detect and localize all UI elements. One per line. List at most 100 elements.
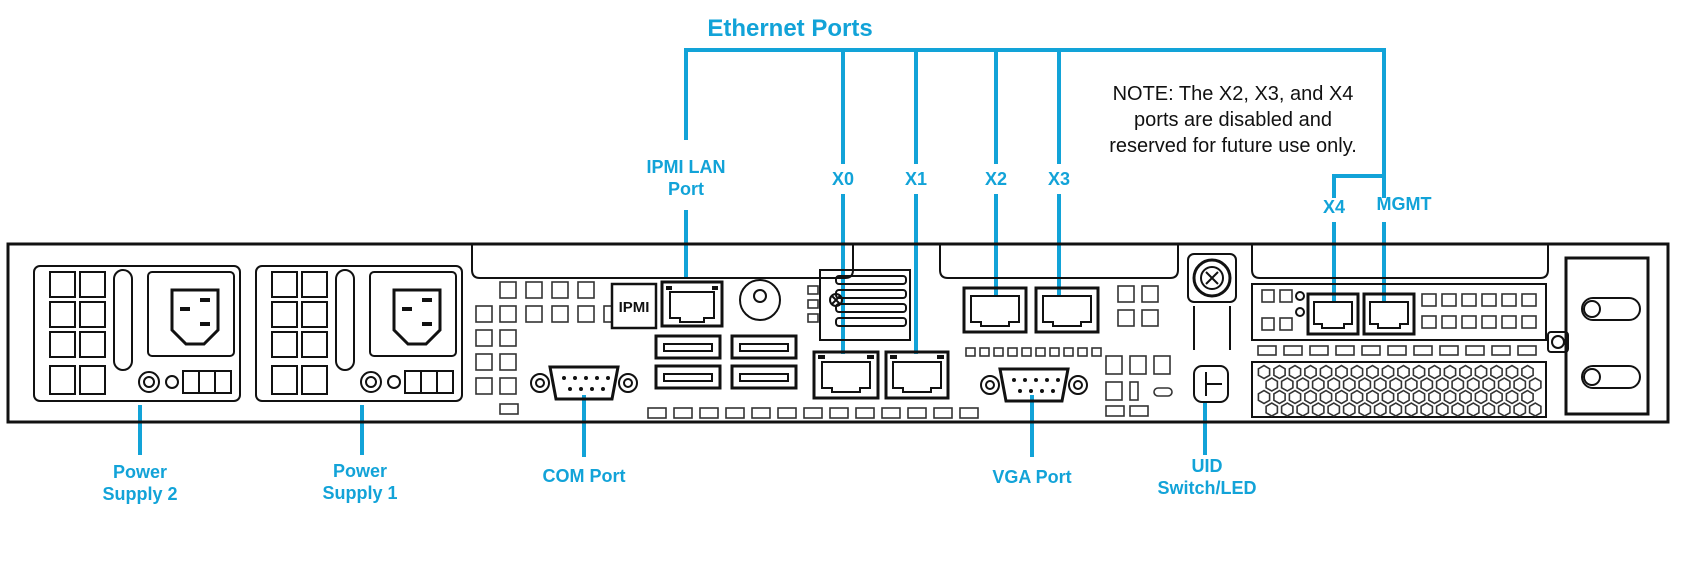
honeycomb-cell [1474,389,1488,405]
honeycomb-cell [1490,364,1503,380]
usb-port-2[interactable] [730,334,798,360]
vent-grid-left [475,281,647,415]
x1-rj45[interactable] [884,350,950,400]
vga-port[interactable] [980,367,1088,403]
honeycomb-cell [1273,364,1286,380]
x3-rj45[interactable] [1034,286,1100,334]
x2-rj45[interactable] [962,286,1028,334]
honeycomb-cell [1273,389,1286,405]
rear-knob [739,279,781,321]
honeycomb-cell [1443,389,1457,405]
honeycomb-cell [1327,402,1341,417]
psu1-inlet-frame [369,271,457,357]
uid-switch-led[interactable] [1193,365,1229,403]
mgmt-port[interactable] [1362,292,1416,336]
led-row-mid [965,347,1102,357]
honeycomb-cell [1381,389,1395,405]
honeycomb-cell [1265,377,1279,392]
usb-port-3[interactable] [654,364,722,390]
x0-rj45[interactable] [812,350,880,400]
honeycomb-cell [1443,364,1457,380]
x4-bracket-branch [1332,174,1384,198]
honeycomb-cell [1412,364,1426,380]
bracket-slot-1 [1581,297,1641,321]
psu2-latch[interactable] [182,370,232,394]
ipmi-lan-port[interactable]: IPMI [610,280,724,330]
honeycomb-cell [1366,389,1379,405]
honeycomb-cell [1319,389,1333,405]
honeycomb-cell [1435,402,1449,417]
honeycomb-cell [1304,364,1317,380]
x1-label: X1 [905,169,927,189]
x1-port[interactable] [884,350,950,400]
top-tab-left [471,244,854,279]
honeycomb-cell [1513,377,1527,392]
honeycomb-cell [1451,402,1465,417]
x2-port[interactable] [962,286,1028,334]
mgmt-rj45[interactable] [1362,292,1416,336]
psu1-led [387,375,401,389]
ipmi-lan-label-1: IPMI LAN [647,157,726,177]
honeycomb-cell [1459,364,1472,380]
honeycomb-vent [1251,361,1547,418]
honeycomb-cell [1420,402,1434,417]
power-supply-1[interactable] [255,265,463,402]
honeycomb-cell [1311,402,1325,417]
x4-port[interactable] [1306,292,1360,336]
honeycomb-cell [1342,402,1356,417]
psu1-latch[interactable] [404,370,454,394]
vga-connector[interactable] [998,367,1070,403]
ps1-label-1: Power [333,461,387,481]
honeycomb-cell [1257,364,1271,380]
usb-port-1[interactable] [654,334,722,360]
x0-label: X0 [832,169,854,189]
x4-rj45[interactable] [1306,292,1360,336]
usb-port-4[interactable] [730,364,798,390]
honeycomb-cell [1451,377,1465,392]
honeycomb-cell [1521,364,1534,380]
honeycomb-cell [1280,377,1294,392]
psu2-power-inlet[interactable] [170,288,220,346]
honeycomb-cell [1428,364,1441,380]
honeycomb-cell [1497,377,1511,392]
honeycomb-cell [1358,402,1372,417]
psu1-power-inlet[interactable] [392,288,442,346]
honeycomb-cell [1265,402,1279,417]
psu1-grille [271,271,328,395]
honeycomb-cell [1521,389,1534,405]
honeycomb-cell [1505,389,1519,405]
honeycomb-cell [1327,377,1341,392]
com-port[interactable] [530,365,638,401]
vga-port-label: VGA Port [992,467,1071,487]
honeycomb-cell [1397,364,1410,380]
ps1-label-2: Supply 1 [322,483,397,503]
ipmi-badge-text: IPMI [619,299,650,316]
chassis [6,242,1670,424]
x3-port[interactable] [1034,286,1100,334]
honeycomb-cell [1296,377,1310,392]
honeycomb-cell [1304,389,1317,405]
psu1-handle[interactable] [335,269,355,371]
ipmi-rj45-port[interactable] [660,280,724,328]
honeycomb-cell [1420,377,1434,392]
honeycomb-cell [1528,402,1542,417]
mgmt-label: MGMT [1377,194,1432,214]
thumb-screw[interactable] [1187,253,1237,350]
psu2-grille [49,271,106,395]
status-led-panel [807,269,911,341]
x0-port[interactable] [812,350,880,400]
ps2-label-2: Supply 2 [102,484,177,504]
uid-label-1: UID [1192,456,1223,476]
honeycomb-cell [1311,377,1325,392]
uid-button[interactable] [1193,365,1229,403]
honeycomb-cell [1528,377,1542,392]
honeycomb-cell [1288,364,1302,380]
honeycomb-cell [1335,364,1348,380]
power-supply-2[interactable] [33,265,241,402]
com-port-label: COM Port [543,466,626,486]
honeycomb-cell [1257,389,1271,405]
usb-ports[interactable] [654,334,798,390]
psu2-handle[interactable] [113,269,133,371]
com-db9-connector[interactable] [548,365,620,401]
top-tab-right [1251,244,1549,279]
